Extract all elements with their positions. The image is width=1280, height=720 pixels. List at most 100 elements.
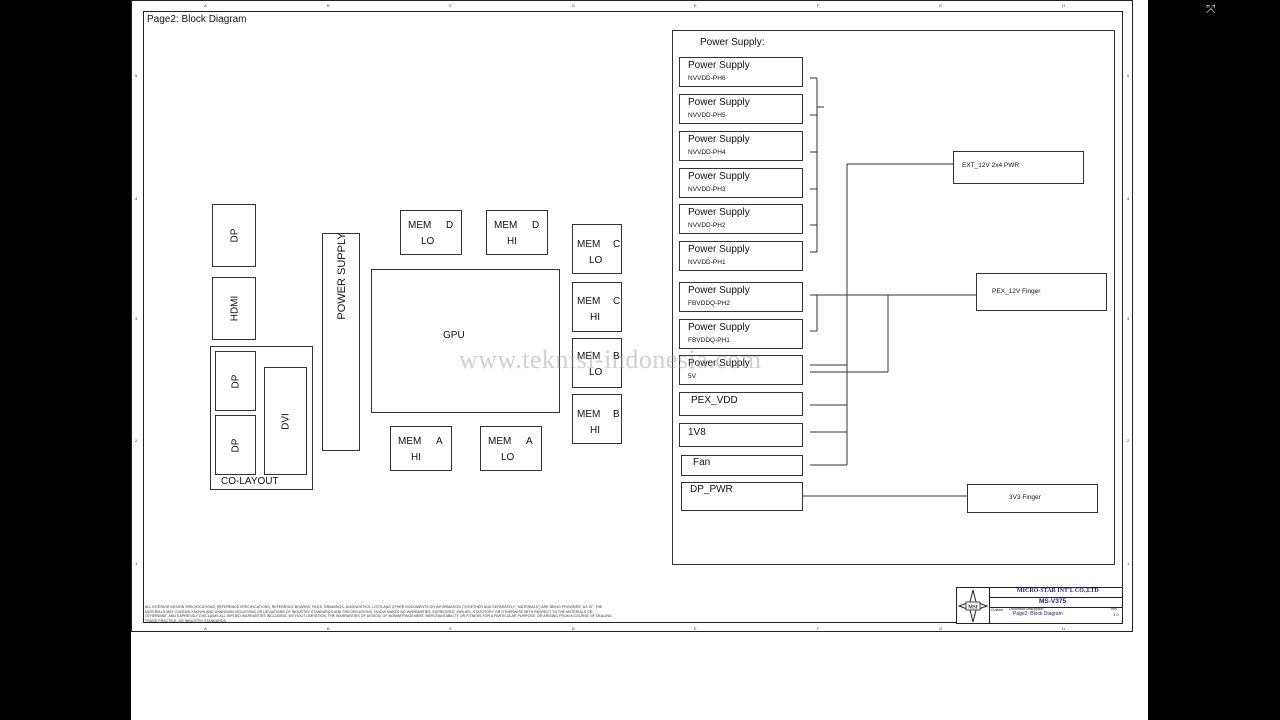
- msi-logo: MSI: [957, 588, 990, 624]
- rail-title: Power Supply: [688, 285, 750, 296]
- close-viewer-icon[interactable]: ⤧: [1206, 2, 1216, 16]
- mem-bank: D: [446, 220, 454, 231]
- tick-number: 2: [1127, 438, 1130, 443]
- mem-pos: HI: [590, 312, 600, 323]
- source-label: PEX_12V Finger: [992, 288, 1041, 295]
- mem-bank: A: [436, 436, 443, 447]
- tick-letter: D: [572, 626, 575, 631]
- pex-12v-finger-source: PEX_12V Finger: [976, 273, 1107, 311]
- doc-size: Custom: [991, 608, 1004, 612]
- colayout-dp-connector-1: DP: [215, 351, 256, 411]
- schematic-sheet: A B C D E F G H A B C D E F G H 5 4 3 2 …: [131, 0, 1133, 632]
- page-title: Page2: Block Diagram: [147, 14, 247, 25]
- mem-pos: LO: [501, 452, 515, 463]
- tick-number: 4: [135, 196, 138, 201]
- memory-chip-c-lo: MEM C LO: [572, 224, 622, 274]
- tick-number: 4: [1127, 196, 1130, 201]
- rev-value: 1.0: [1113, 612, 1119, 617]
- 3v3-finger-source: 3V3 Finger: [967, 484, 1098, 513]
- mem-pos: HI: [507, 236, 517, 247]
- rail-title: Power Supply: [688, 207, 750, 218]
- tick-letter: H: [1062, 3, 1065, 8]
- mem-pos: LO: [421, 236, 435, 247]
- memory-chip-a-hi: MEM A HI: [390, 426, 452, 471]
- model-name: MS-V375: [1039, 598, 1067, 605]
- power-rail-pex-vdd: PEX_VDD: [679, 392, 803, 416]
- rail-sub: NVVDD-PH1: [688, 259, 726, 266]
- mem-label: MEM: [488, 436, 512, 447]
- mem-label: MEM: [494, 220, 518, 231]
- mem-label: MEM: [398, 436, 422, 447]
- tick-number: 3: [135, 316, 138, 321]
- dp-label: DP: [230, 438, 242, 453]
- doc-desc-label: Document Description: [1009, 607, 1044, 611]
- rail-sub: NVVDD-PH4: [688, 149, 726, 156]
- power-rail-nvvdd-ph4: Power Supply NVVDD-PH4: [679, 131, 803, 161]
- tick-letter: D: [572, 3, 575, 8]
- watermark: www.teknisi-indonesia.com: [459, 345, 762, 374]
- mem-pos: HI: [590, 425, 600, 436]
- power-rail-fbvddq-ph1: Power Supply FBVDDQ-PH1: [679, 319, 803, 349]
- rail-title: DP_PWR: [690, 484, 733, 495]
- power-rail-dp-pwr: DP_PWR: [681, 482, 803, 511]
- power-supply-vertical-label: POWER SUPPLY: [336, 232, 348, 320]
- doc-row: Custom Document Description Page2: Block…: [989, 607, 1122, 624]
- mem-bank: B: [613, 409, 620, 420]
- rail-sub: NVVDD-PH6: [688, 75, 726, 82]
- memory-chip-d-lo: MEM D LO: [400, 210, 462, 255]
- tick-letter: A: [204, 626, 207, 631]
- rail-title: Power Supply: [688, 244, 750, 255]
- memory-chip-b-lo: MEM B LO: [572, 338, 622, 388]
- power-rail-fan: Fan: [681, 455, 803, 476]
- memory-chip-a-lo: MEM A LO: [480, 426, 542, 471]
- drawing-frame: Page2: Block Diagram DP HDMI DP DP DVI C…: [143, 11, 1123, 623]
- tick-letter: G: [939, 3, 943, 8]
- power-rail-nvvdd-ph1: Power Supply NVVDD-PH1: [679, 241, 803, 271]
- rail-title: PEX_VDD: [691, 395, 738, 406]
- svg-text:MSI: MSI: [968, 606, 978, 611]
- colayout-dp-connector-2: DP: [215, 415, 256, 475]
- dp-label: DP: [230, 374, 242, 389]
- tick-letter: G: [939, 626, 943, 631]
- mem-pos: LO: [589, 367, 603, 378]
- co-layout-group: DP DP DVI CO-LAYOUT: [210, 346, 313, 490]
- rail-title: Power Supply: [688, 171, 750, 182]
- tick-letter: B: [327, 626, 330, 631]
- dvi-label: DVI: [280, 413, 292, 430]
- mem-bank: C: [613, 239, 621, 250]
- rail-sub: NVVDD-PH3: [688, 186, 726, 193]
- hdmi-connector: HDMI: [212, 277, 256, 340]
- source-label: EXT_12V 2x4 PWR: [962, 162, 1020, 169]
- source-label: 3V3 Finger: [1009, 494, 1041, 501]
- model-row: MS-V375: [989, 597, 1122, 608]
- power-rail-nvvdd-ph3: Power Supply NVVDD-PH3: [679, 168, 803, 198]
- power-rail-5v: Power Supply 5V: [679, 355, 803, 385]
- power-rail-nvvdd-ph5: Power Supply NVVDD-PH5: [679, 94, 803, 124]
- rail-sub: 5V: [688, 373, 696, 380]
- mem-bank: A: [526, 436, 533, 447]
- mem-bank: C: [613, 296, 621, 307]
- rail-title: Fan: [693, 457, 711, 468]
- power-rail-nvvdd-ph2: Power Supply NVVDD-PH2: [679, 204, 803, 234]
- mem-bank: B: [613, 351, 620, 362]
- power-rail-nvvdd-ph6: Power Supply NVVDD-PH6: [679, 57, 803, 87]
- power-supply-heading: Power Supply:: [700, 37, 765, 48]
- tick-letter: E: [694, 626, 697, 631]
- rail-sub: NVVDD-PH5: [688, 112, 726, 119]
- power-supply-section: Power Supply: Power Supply NVVDD-PH6 Pow…: [672, 30, 1115, 565]
- rail-title: Power Supply: [688, 97, 750, 108]
- tick-number: 1: [135, 561, 138, 566]
- tick-letter: C: [449, 626, 452, 631]
- power-rail-fbvddq-ph2: Power Supply FBVDDQ-PH2: [679, 282, 803, 312]
- rail-title: Power Supply: [688, 134, 750, 145]
- tick-letter: B: [327, 3, 330, 8]
- rev-label: Rev: [1111, 607, 1118, 611]
- co-layout-label: CO-LAYOUT: [221, 476, 279, 487]
- tick-number: 5: [135, 73, 138, 78]
- mem-bank: D: [532, 220, 540, 231]
- rail-sub: NVVDD-PH2: [688, 222, 726, 229]
- mem-label: MEM: [577, 239, 601, 250]
- mem-label: MEM: [577, 296, 601, 307]
- rail-sub: FBVDDQ-PH1: [688, 337, 730, 344]
- doc-desc: Page2: Block Diagram: [1013, 611, 1063, 617]
